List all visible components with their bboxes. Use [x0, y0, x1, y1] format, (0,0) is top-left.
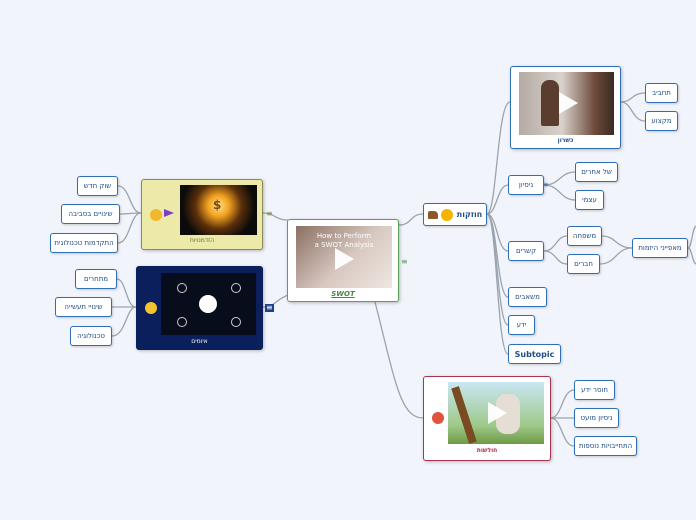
central-topic-card[interactable]: How to Perform a SWOT Analysis SWOT — [287, 219, 399, 302]
scared-emoji-icon — [145, 302, 157, 314]
opportunity-new-market-node[interactable]: שוק חדש — [77, 176, 118, 196]
threat-technology-node[interactable]: טכנולוגיה — [70, 326, 112, 346]
threat-industry-changes-node[interactable]: שינויי תעשייה — [55, 297, 112, 317]
central-video-thumbnail[interactable]: How to Perform a SWOT Analysis — [296, 226, 392, 288]
star-eyes-emoji-icon — [440, 208, 453, 221]
boot-icon — [427, 210, 438, 219]
family-node[interactable]: משפחה — [567, 226, 602, 246]
opportunities-bulb-image[interactable]: $ — [180, 185, 257, 235]
threats-network-image[interactable] — [161, 273, 256, 335]
angry-emoji-icon — [432, 412, 444, 424]
experience-others-node[interactable]: של אחרים — [575, 162, 618, 182]
experience-label: ניסיון — [518, 181, 534, 189]
talent-caption: כשרון — [557, 137, 574, 144]
entrepreneur-traits-node[interactable]: מאפייני היזמות — [632, 238, 688, 258]
opportunity-tech-progress-node[interactable]: התקדמות טכנולוגית — [50, 233, 118, 253]
threats-card[interactable]: איומים — [136, 266, 263, 350]
knowledge-node[interactable]: ידע — [508, 315, 535, 335]
threat-competitors-node[interactable]: מתחרים — [75, 269, 117, 289]
flag-icon — [164, 209, 174, 217]
weaknesses-caption: חולשות — [476, 447, 498, 454]
contacts-node[interactable]: קשרים — [508, 241, 544, 261]
threats-caption: איומים — [191, 338, 208, 345]
resources-node[interactable]: משאבים — [508, 287, 547, 307]
play-icon[interactable] — [335, 248, 354, 270]
hobby-node[interactable]: תחביב — [645, 83, 678, 103]
notes-icon[interactable]: ≡ — [401, 257, 408, 266]
talent-video-thumbnail[interactable] — [519, 72, 614, 135]
link-strengths-video — [486, 101, 511, 215]
strengths-video-card[interactable]: כשרון — [510, 66, 621, 149]
play-icon[interactable] — [488, 402, 507, 424]
weaknesses-card[interactable]: חולשות — [423, 376, 551, 461]
notes-icon[interactable]: ≡ — [542, 180, 549, 189]
central-video-title-1: How to Perform — [316, 232, 372, 240]
link-central-opportunities — [262, 212, 289, 221]
opportunity-env-changes-node[interactable]: שינויים בסביבה — [61, 204, 120, 224]
weakness-commitments-node[interactable]: התחייבויות נוספות — [574, 436, 637, 456]
play-icon[interactable] — [559, 92, 578, 114]
link-strengths-subtopic — [486, 213, 509, 355]
experience-self-node[interactable]: עצמי — [575, 190, 604, 210]
central-title: SWOT — [331, 290, 355, 298]
notes-icon[interactable]: ≡ — [266, 209, 273, 218]
link-strengths-experience — [486, 184, 509, 215]
link-central-weaknesses — [374, 301, 424, 419]
link-strengths-knowledge — [486, 213, 509, 326]
friends-node[interactable]: חברים — [567, 254, 600, 274]
subtopic-node[interactable]: Subtopic — [508, 344, 561, 364]
experience-node[interactable]: ניסיון — [508, 175, 544, 195]
weakness-lack-knowledge-node[interactable]: חוסר ידע — [574, 380, 615, 400]
weaknesses-video-thumbnail[interactable] — [448, 382, 544, 444]
weakness-little-experience-node[interactable]: ניסיון מועט — [574, 408, 619, 428]
link-central-strengths — [398, 213, 424, 226]
central-video-title-2: a SWOT Analysis — [314, 241, 374, 249]
profession-node[interactable]: מקצוע — [645, 111, 678, 131]
strengths-node[interactable]: חוזקות — [423, 203, 487, 226]
strengths-label: חוזקות — [456, 210, 483, 219]
money-emoji-icon — [150, 209, 162, 221]
opportunities-caption: הזדמנויות — [189, 237, 215, 244]
notes-icon[interactable]: ≡ — [265, 303, 274, 312]
